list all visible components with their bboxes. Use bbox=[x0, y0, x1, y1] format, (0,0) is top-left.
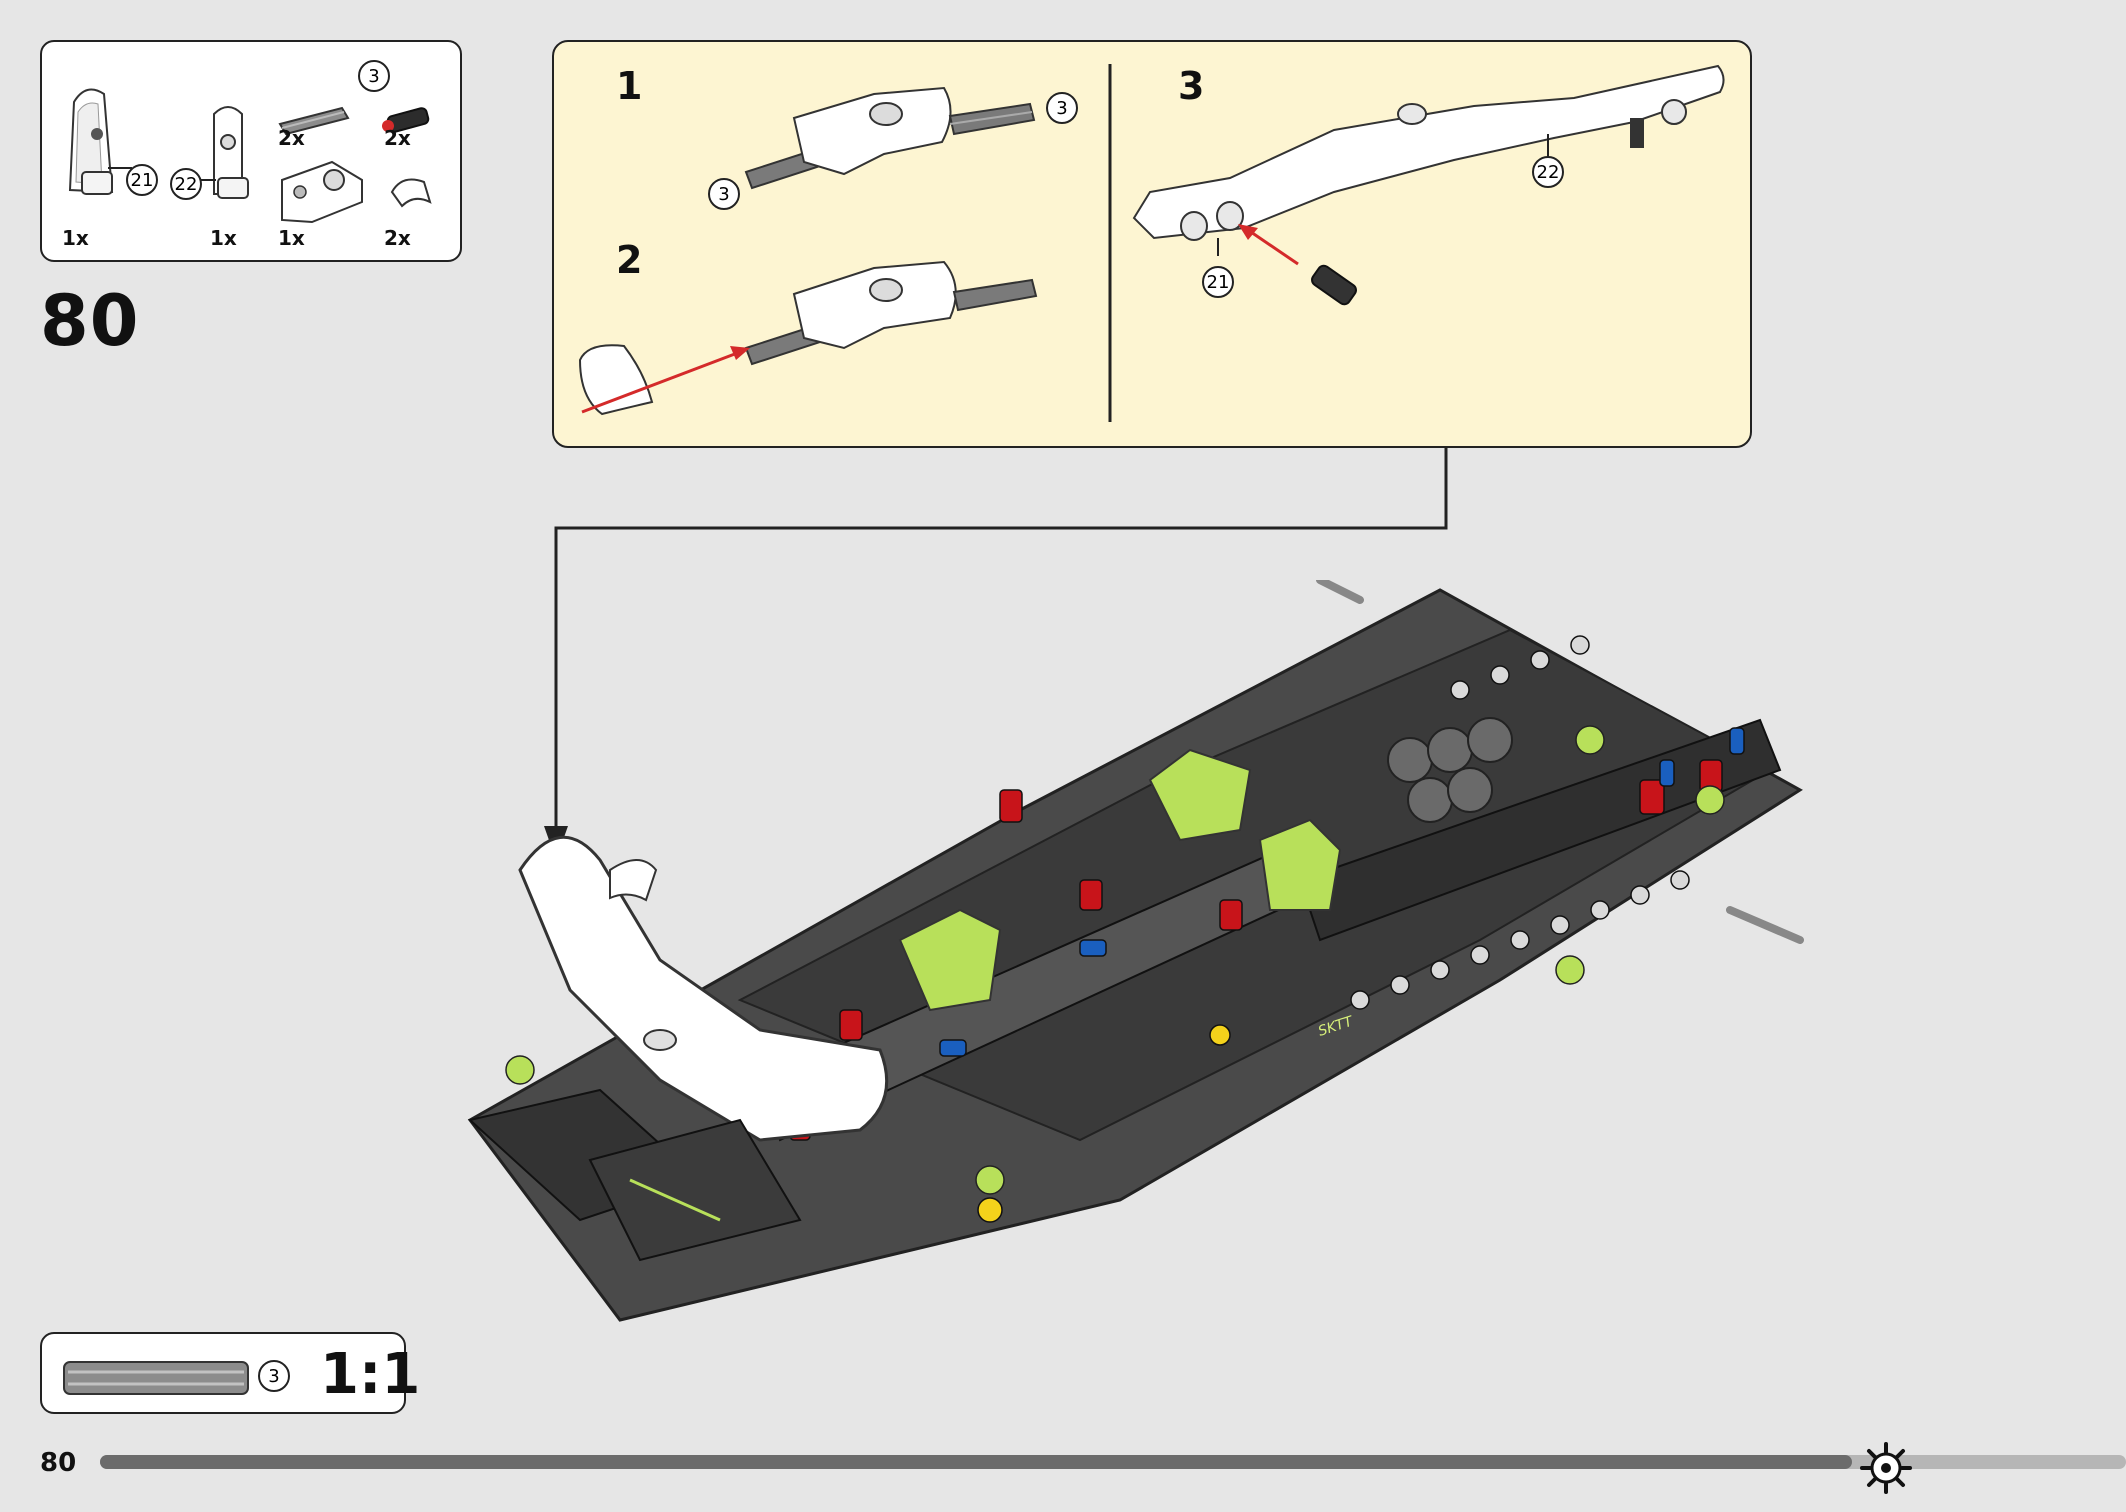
step-number: 80 bbox=[40, 280, 140, 362]
callout-bubble: 3 bbox=[1046, 92, 1078, 124]
callout-number: 22 bbox=[175, 174, 198, 195]
part-quantity: 2x bbox=[278, 126, 305, 150]
callout-number: 22 bbox=[1537, 162, 1560, 183]
parts-list-box: 21 22 3 1x 1x 2x 1x 2x 2x bbox=[40, 40, 462, 262]
callout-bubble: 21 bbox=[124, 162, 160, 202]
axle-pin-icon bbox=[382, 107, 430, 133]
gear-icon bbox=[1860, 1442, 1912, 1494]
curved-cap-icon bbox=[390, 178, 432, 208]
axle-3-icon bbox=[278, 106, 350, 136]
scale-axle-illustration: 3 bbox=[63, 1360, 290, 1395]
page-number: 80 bbox=[40, 1448, 77, 1478]
substep-3-assembly-icon bbox=[1132, 64, 1725, 306]
connector-block-icon bbox=[281, 160, 363, 224]
panel-part-icon bbox=[198, 106, 249, 199]
callout-number: 3 bbox=[1056, 98, 1067, 119]
substep-label: 2 bbox=[616, 238, 643, 282]
callout-bubble: 22 bbox=[168, 166, 204, 206]
subassembly-box: 1 2 3 bbox=[552, 40, 1752, 448]
callout-bubble: 3 bbox=[258, 1360, 290, 1392]
part-quantity: 2x bbox=[384, 126, 411, 150]
part-quantity: 2x bbox=[384, 226, 411, 250]
callout-number: 21 bbox=[1207, 272, 1230, 293]
main-model-illustration: SKTT bbox=[467, 580, 1804, 1322]
callout-number: 3 bbox=[368, 66, 379, 87]
callout-bubble: 21 bbox=[1202, 238, 1234, 298]
scale-box: 3 1:1 bbox=[40, 1332, 420, 1414]
scale-text: 1:1 bbox=[320, 1342, 421, 1407]
progress-bar bbox=[100, 1455, 2126, 1469]
substep-1-assembly-icon bbox=[744, 86, 1036, 190]
substep-2-assembly-icon bbox=[578, 260, 1038, 416]
callout-bubble: 22 bbox=[1532, 134, 1564, 188]
part-quantity: 1x bbox=[62, 226, 89, 250]
axle-3-icon bbox=[63, 1361, 249, 1395]
callout-number: 3 bbox=[268, 1366, 279, 1387]
fairing-panel-icon bbox=[68, 88, 132, 195]
callout-bubble: 3 bbox=[356, 58, 392, 98]
callout-number: 3 bbox=[718, 184, 729, 205]
callout-bubble: 3 bbox=[708, 178, 740, 210]
subassembly-illustration: 3 3 22 21 bbox=[578, 64, 1725, 422]
part-quantity: 1x bbox=[278, 226, 305, 250]
part-quantity: 1x bbox=[210, 226, 237, 250]
callout-number: 21 bbox=[131, 170, 154, 191]
substep-label: 1 bbox=[616, 64, 643, 108]
parts-list-illustration bbox=[68, 88, 432, 224]
substep-label: 3 bbox=[1178, 64, 1205, 108]
progress-fill bbox=[100, 1455, 1853, 1469]
